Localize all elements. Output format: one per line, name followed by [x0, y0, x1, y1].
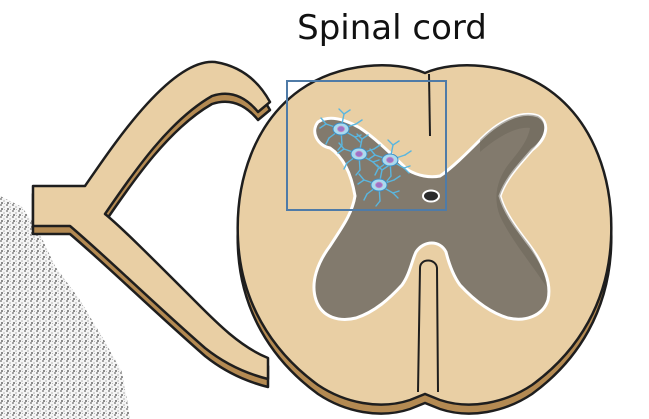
- ventral-median-fissure: [418, 261, 438, 393]
- diagram-title: Spinal cord: [260, 4, 524, 52]
- central-canal-icon: [423, 191, 439, 202]
- dorsal-median-sulcus: [429, 74, 430, 136]
